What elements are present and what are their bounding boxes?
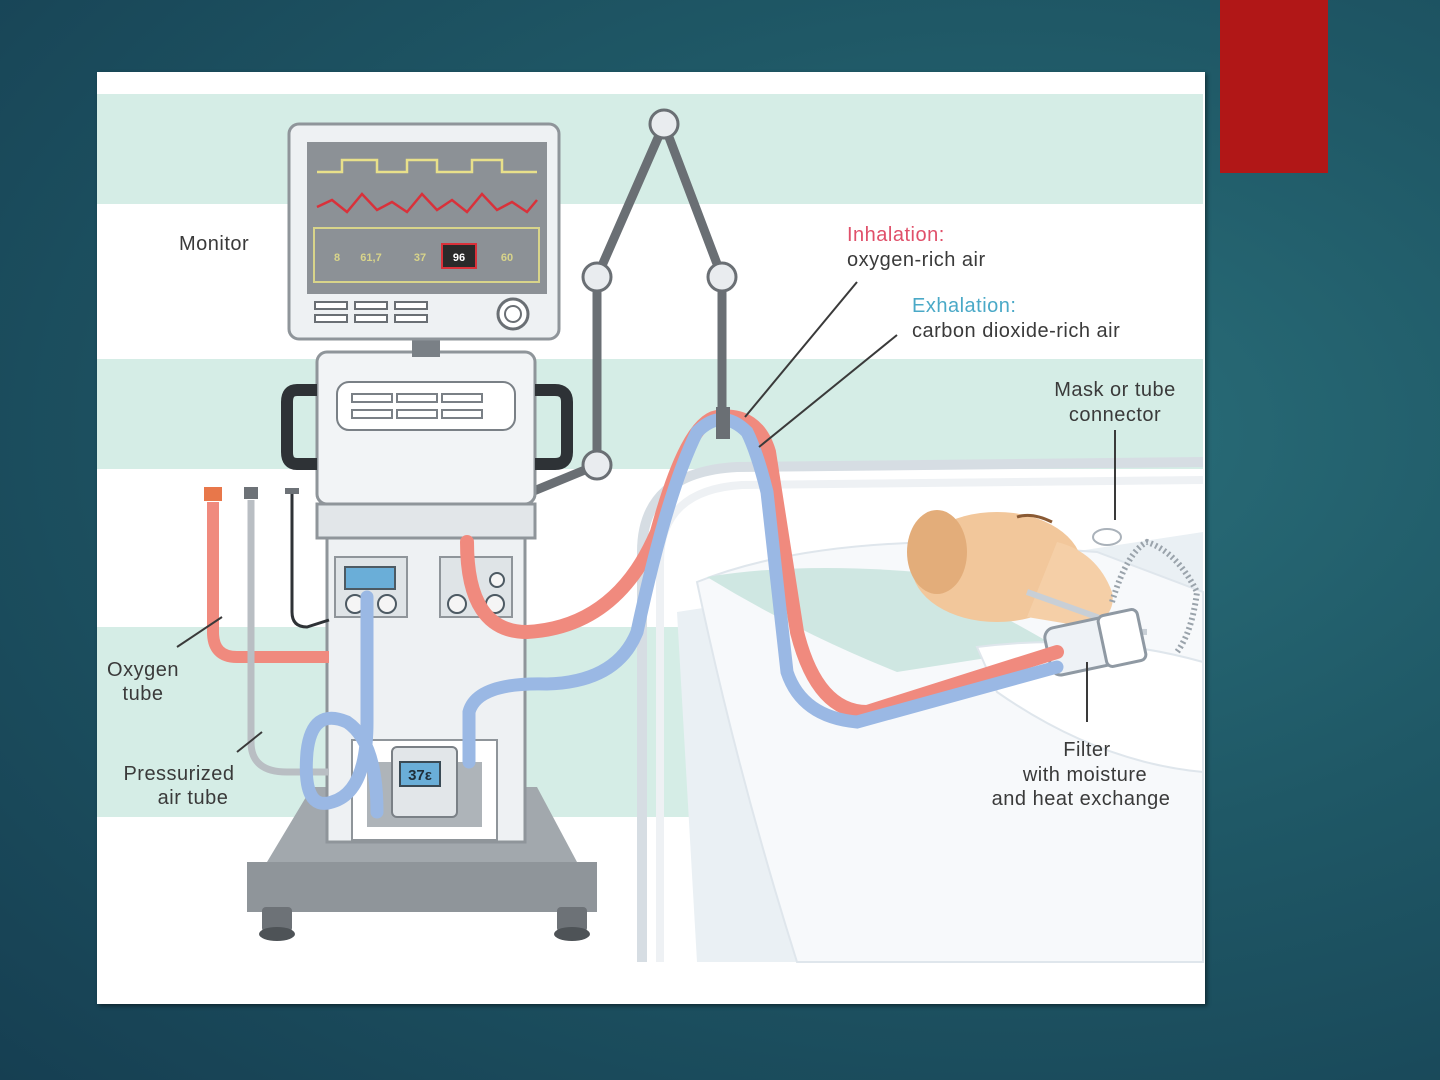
band-middle <box>97 359 1203 469</box>
label-oxygen-line2: tube <box>123 683 164 705</box>
readout-1: 8 <box>334 252 340 264</box>
label-inhalation-title: Inhalation: <box>847 224 945 246</box>
readout-3: 37 <box>414 252 426 264</box>
diagram-canvas: 37ε 8 61,7 37 96 60 <box>97 72 1205 1004</box>
label-pressurized-line1: Pressurized <box>123 763 234 785</box>
accent-block <box>1220 0 1328 173</box>
label-pressurized-line2: air tube <box>158 787 229 809</box>
label-filter-line1: Filter <box>1063 739 1110 761</box>
readout-2: 61,7 <box>360 252 381 264</box>
label-filter-line2: with moisture <box>1022 764 1147 786</box>
readout-4: 96 <box>453 252 465 264</box>
ventilator-cart: 37ε <box>247 124 597 941</box>
label-inhalation-desc: oxygen-rich air <box>847 249 986 271</box>
label-exhalation-title: Exhalation: <box>912 295 1016 317</box>
label-filter-line3: and heat exchange <box>992 788 1171 810</box>
ventilator-diagram: 37ε 8 61,7 37 96 60 <box>97 72 1205 1004</box>
label-exhalation-desc: carbon dioxide-rich air <box>912 320 1120 342</box>
label-mask-line2: connector <box>1069 404 1161 426</box>
humidifier-display: 37ε <box>408 767 432 784</box>
label-monitor: Monitor <box>179 233 249 255</box>
readout-5: 60 <box>501 252 513 264</box>
label-oxygen-line1: Oxygen <box>107 659 179 681</box>
label-mask-line1: Mask or tube <box>1054 379 1176 401</box>
